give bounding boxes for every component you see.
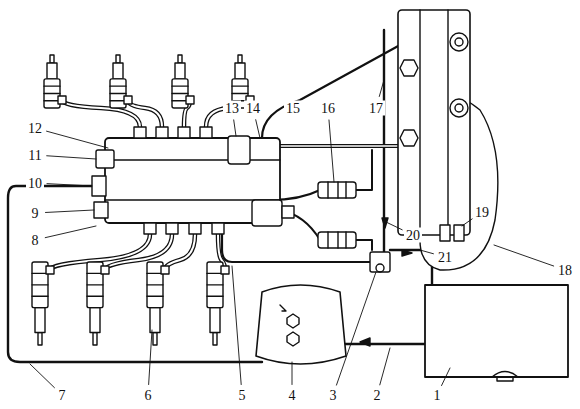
- fuel-line: [128, 100, 162, 127]
- delivery-valve: [134, 127, 146, 138]
- leader-line: [256, 120, 260, 138]
- delivery-valve: [144, 223, 156, 234]
- callout-number: 18: [556, 263, 574, 278]
- callout-number: 13: [223, 101, 241, 116]
- callout-number: 3: [328, 388, 339, 403]
- leader-line: [45, 226, 96, 238]
- leader-line: [442, 368, 450, 386]
- leader-line: [234, 120, 236, 136]
- leader-line: [47, 131, 108, 148]
- callout-number: 21: [436, 250, 454, 265]
- callout-number: 9: [30, 206, 41, 221]
- fuel-line-bore: [165, 234, 195, 270]
- delivery-valve: [156, 127, 168, 138]
- callout-number: 7: [57, 388, 68, 403]
- callout-number: 1: [432, 388, 443, 403]
- fuel-line: [165, 234, 195, 270]
- fuel-line-bore: [128, 100, 162, 127]
- callout-number: 12: [26, 121, 44, 136]
- callout-number: 16: [319, 101, 337, 116]
- leader-line: [149, 330, 152, 385]
- callout-number: 20: [404, 228, 422, 243]
- leader-line: [47, 156, 96, 159]
- leader-line: [45, 210, 94, 212]
- leader-line: [379, 80, 384, 96]
- callout-number: 11: [26, 148, 43, 163]
- leader-line: [292, 362, 293, 385]
- injector: [44, 55, 66, 108]
- callout-number: 8: [30, 233, 41, 248]
- leader-line: [462, 219, 472, 226]
- callout-number: 14: [244, 101, 262, 116]
- callout-number: 5: [237, 388, 248, 403]
- callout-number: 2: [372, 388, 383, 403]
- injector: [32, 262, 54, 345]
- leader-line: [380, 348, 390, 385]
- delivery-valve: [166, 223, 178, 234]
- callout-number: 17: [367, 101, 385, 116]
- injector: [172, 55, 194, 108]
- leader-line: [329, 120, 334, 182]
- injector: [147, 262, 169, 345]
- delivery-valve: [178, 127, 190, 138]
- delivery-valve: [212, 223, 224, 234]
- callout-number: 6: [143, 388, 154, 403]
- leader-line: [232, 266, 241, 385]
- delivery-valve: [200, 127, 212, 138]
- leader-line: [420, 250, 433, 254]
- callout-number: 15: [284, 101, 302, 116]
- leader-line: [47, 184, 92, 186]
- leader-line: [336, 272, 376, 385]
- delivery-valve: [189, 223, 201, 234]
- callout-number: 19: [473, 205, 491, 220]
- injector: [207, 262, 229, 345]
- leader-line: [30, 364, 54, 388]
- injector: [87, 262, 109, 345]
- callout-number: 4: [287, 388, 298, 403]
- leader-line: [386, 222, 402, 230]
- injector: [110, 55, 132, 108]
- callout-number: 10: [26, 176, 44, 191]
- leader-line: [494, 245, 554, 266]
